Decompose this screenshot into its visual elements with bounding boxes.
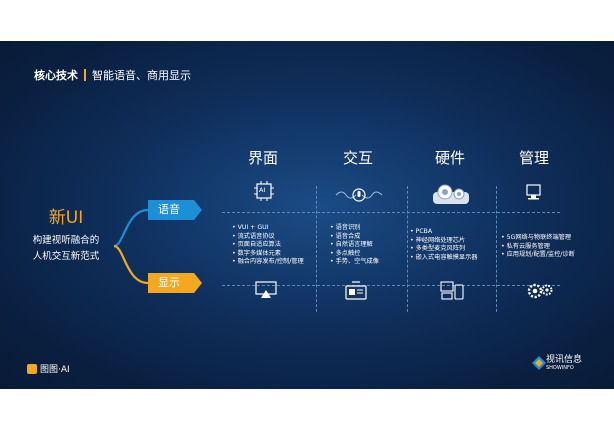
column-divider-3 xyxy=(496,186,497,312)
list-item: 5G网络与物联终端管理 xyxy=(501,234,575,243)
new-ui-line-1: 构建视听融合的 xyxy=(32,235,100,246)
showinfo-logo: 视讯信息 SHOWINFO xyxy=(532,355,583,372)
title-subtitle: 智能语音、商用显示 xyxy=(92,69,191,82)
list-item: VUI + GUI xyxy=(232,224,304,233)
list-management: 5G网络与物联终端管理 私有云服务管理 应用规划/配置/监控/诊断 xyxy=(501,234,575,260)
column-title-management: 管理 xyxy=(518,149,549,167)
tutu-ai-logo: 图图·AI xyxy=(27,362,70,375)
list-item: 嵌入式电容触摸显示器 xyxy=(410,254,478,263)
title-label: 核心技术 xyxy=(34,69,78,82)
showinfo-cn: 视讯信息 xyxy=(546,355,583,365)
list-item: 手势、空气成像 xyxy=(330,258,379,267)
title-separator xyxy=(84,69,86,81)
monitor-icon xyxy=(526,184,541,200)
tutu-logo-text: 图图·AI xyxy=(40,365,70,375)
display-arrow-shape xyxy=(148,273,202,293)
slide-title: 核心技术 智能语音、商用显示 xyxy=(34,67,191,83)
bracket-connector xyxy=(113,208,149,285)
settings-gears-icon xyxy=(527,283,553,299)
row-divider-voice xyxy=(222,212,560,213)
multi-device-icon xyxy=(440,281,464,300)
list-hardware: PCBA 神经网络处理芯片 多类型麦克风阵列 嵌入式电容触摸显示器 xyxy=(410,228,478,262)
list-item: 语音识别 xyxy=(330,224,379,233)
column-divider-2 xyxy=(407,186,408,312)
showinfo-logo-icon xyxy=(532,356,546,370)
payment-terminal-icon xyxy=(345,281,367,300)
voice-wave-icon xyxy=(335,188,383,202)
list-item: 自然语言理解 xyxy=(330,241,379,250)
list-item: 流式语音协议 xyxy=(232,233,304,242)
cast-screen-icon xyxy=(255,281,277,298)
column-divider-1 xyxy=(316,186,317,312)
tutu-logo-icon xyxy=(27,364,37,374)
list-item: 神经网络处理芯片 xyxy=(410,237,478,246)
list-item: 融合内容发布/控制/管理 xyxy=(232,258,304,267)
column-title-hardware: 硬件 xyxy=(434,149,465,167)
new-ui-line-2: 人机交互新范式 xyxy=(32,251,100,262)
chip-icon-text: AI xyxy=(259,186,266,194)
list-item: 多类型麦克风阵列 xyxy=(410,245,478,254)
column-title-interaction: 交互 xyxy=(342,149,373,167)
list-interaction: 语音识别 语音合成 自然语言理解 多点触控 手势、空气成像 xyxy=(330,224,379,267)
list-item: 数字多媒体元素 xyxy=(232,250,304,259)
list-item: 多点触控 xyxy=(330,250,379,259)
list-item: 私有云服务管理 xyxy=(501,243,575,252)
showinfo-en: SHOWINFO xyxy=(546,365,574,371)
list-item: 应用规划/配置/监控/诊断 xyxy=(501,251,575,260)
slide: 核心技术 智能语音、商用显示 界面 交互 硬件 管理 新UI 构建视听融合的 人机… xyxy=(0,41,614,389)
list-item: PCBA xyxy=(410,228,478,237)
list-interface: VUI + GUI 流式语音协议 页面自适应算法 数字多媒体元素 融合内容发布/… xyxy=(232,224,304,267)
hardware-gear-icon xyxy=(433,184,469,204)
column-title-interface: 界面 xyxy=(247,149,278,167)
display-arrow-label: 显示 xyxy=(158,276,180,289)
new-ui-heading: 新UI xyxy=(48,208,84,228)
list-item: 语音合成 xyxy=(330,233,379,242)
voice-arrow-label: 语音 xyxy=(158,203,180,216)
gui-chip-icon: AI xyxy=(254,181,274,201)
voice-arrow-shape xyxy=(148,200,202,220)
row-divider-display xyxy=(222,285,560,286)
list-item: 页面自适应算法 xyxy=(232,241,304,250)
